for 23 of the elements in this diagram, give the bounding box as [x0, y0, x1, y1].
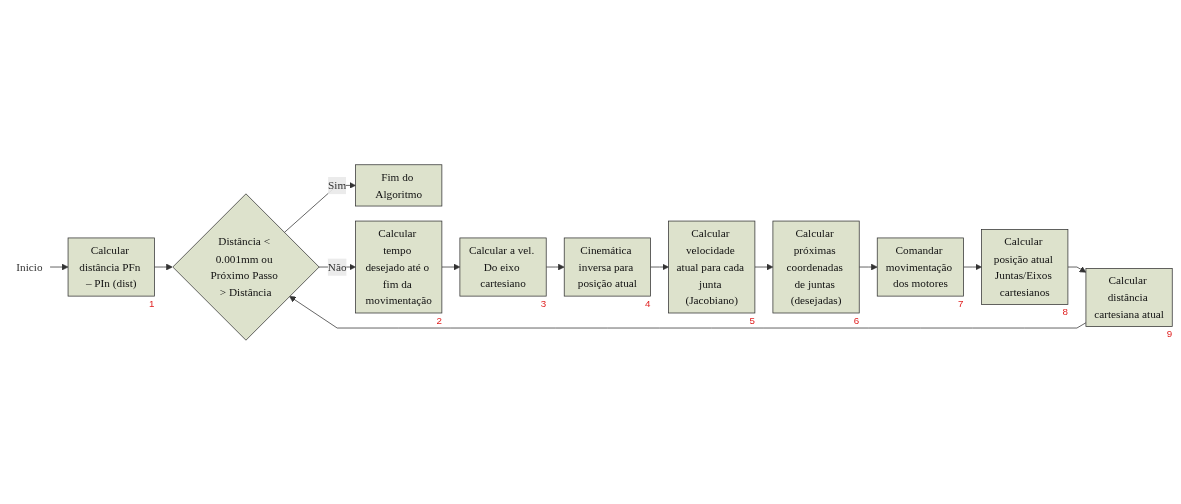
node-box: Calcular posição atual Juntas/Eixos cartesianos	[981, 228, 1069, 305]
step-number: 9	[1166, 327, 1173, 339]
node-box: Calcular próximas coordenadas de juntas (desejadas)	[772, 220, 860, 313]
step-number: 3	[540, 297, 547, 309]
node-box: Cinemática inversa para posição atual	[563, 237, 651, 296]
step-number: 8	[1062, 305, 1068, 317]
node-text: Inicio	[16, 260, 43, 273]
node-box: Calcular distância cartesiana atual	[1085, 267, 1173, 327]
step-number: 7	[958, 297, 964, 309]
step-number: 2	[436, 314, 442, 326]
step-number: 6	[853, 314, 860, 326]
node-box: Calcular velocidade atual para cada junta (Jacobiano)	[668, 220, 756, 313]
node-box: Comandar movimentação dos motores	[876, 237, 964, 296]
edge-label: Sim	[328, 178, 347, 191]
node-diamond: Distância < 0.001mm ou Próximo Passo > Distância	[172, 193, 320, 341]
step-number: 4	[645, 297, 651, 309]
node-box: Calcular distância PFn – PIn (dist)	[67, 237, 155, 296]
step-number: 1	[148, 297, 155, 309]
node-box: Calcular a vel. Do eixo cartesiano	[459, 237, 547, 296]
step-number: 5	[749, 314, 755, 326]
node-box: Calcular tempo desejado até o fim da movimentação	[355, 220, 443, 313]
edge-label: Não	[327, 260, 347, 273]
node-box: Fim do Algoritmo	[355, 163, 443, 206]
